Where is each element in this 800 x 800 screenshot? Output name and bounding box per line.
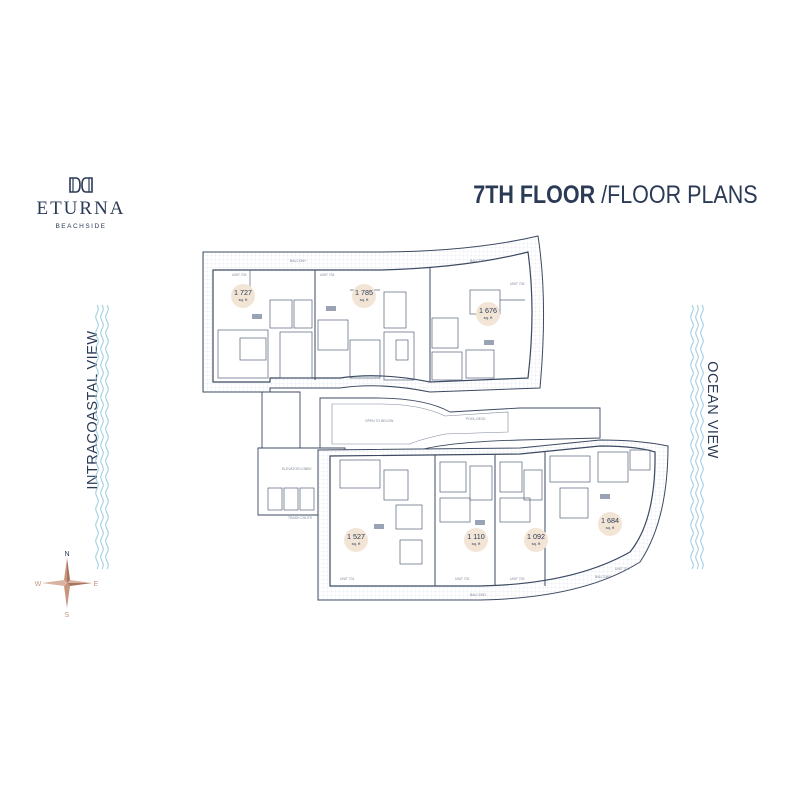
unit-area: 1 092 [527,532,545,541]
unit-area-unit: sq. ft [606,525,616,530]
unit-badges: 1 727 sq. ft 1 785 sq. ft 1 676 sq. ft 1… [231,284,622,552]
unit-area-unit: sq. ft [360,297,370,302]
svg-text:UNIT 704: UNIT 704 [615,567,630,571]
brand-subtitle: BEACHSIDE [55,223,107,230]
balcony-label-lower-left: BALCONY [470,593,487,597]
unit-area-unit: sq. ft [239,297,249,302]
unit-area: 1 527 [347,532,365,541]
open-to-below-label: OPEN TO BELOW [365,419,394,423]
balcony-label-upper-right: BALCONY [470,259,487,263]
title-separator: / [595,181,608,209]
unit-area-unit: sq. ft [472,541,482,546]
balcony-label-lower-right: BALCONY [595,575,612,579]
unit-area-unit: sq. ft [532,541,542,546]
svg-text:UNIT 704: UNIT 704 [320,273,335,277]
unit-area-unit: sq. ft [352,541,362,546]
elevator-lobby-label: ELEVATOR LOBBY [282,467,313,471]
brand-name: ETURNA [36,198,126,219]
compass-east: E [94,581,99,588]
unit-area: 1 676 [479,306,497,315]
wave-pattern-left [95,304,109,570]
svg-text:UNIT 703: UNIT 703 [510,577,525,581]
title-floor: 7TH FLOOR [473,181,596,209]
lower-wing: UNIT 701 UNIT 702 UNIT 703 UNIT 704 BALC… [317,439,669,601]
unit-area: 1 727 [234,288,252,297]
unit-area: 1 785 [355,288,373,297]
svg-text:UNIT 701: UNIT 701 [340,577,355,581]
compass-south: S [65,612,70,618]
compass-west: W [35,581,42,588]
upper-wing: UNIT 703 UNIT 704 UNIT 705 BALCONY BALCO… [202,235,545,393]
trash-chute-label: TRASH CHUTE [288,516,313,520]
brand-logo: ETURNA BEACHSIDE [36,176,126,230]
eturna-logo-icon [69,177,93,193]
svg-text:UNIT 702: UNIT 702 [455,577,470,581]
svg-text:UNIT 703: UNIT 703 [232,273,247,277]
svg-text:UNIT 705: UNIT 705 [510,282,525,286]
unit-area: 1 110 [467,532,484,541]
compass-north: N [64,551,69,558]
unit-area: 1 684 [601,516,619,525]
compass-rose-icon: N S E W [35,551,99,618]
page-title: 7TH FLOOR /FLOOR PLANS [474,181,758,210]
pool-deck-label: POOL DECK [466,417,486,421]
title-plans: FLOOR PLANS [607,181,758,209]
wave-pattern-right [690,304,704,570]
balcony-label-upper-left: BALCONY [290,259,307,263]
unit-area-unit: sq. ft [484,315,494,320]
